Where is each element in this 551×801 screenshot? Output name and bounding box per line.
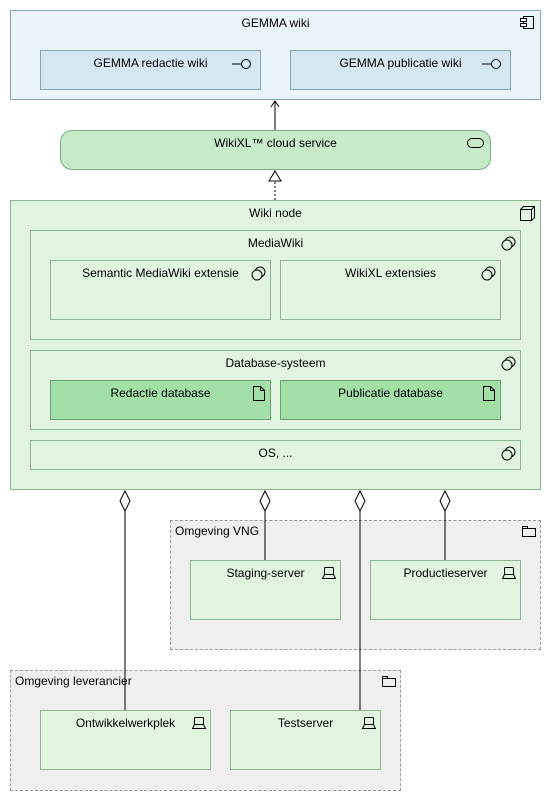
aggregation-staging-server[interactable] (259, 489, 271, 560)
ontwikkelwerkplek[interactable]: Ontwikkelwerkplek (40, 710, 211, 770)
serving-connector[interactable] (270, 100, 280, 130)
artifact-icon (483, 386, 495, 401)
system-software-icon (481, 266, 496, 281)
system-software-icon (251, 266, 266, 281)
realization-connector[interactable] (268, 170, 282, 200)
wikixl-cloud-service[interactable]: WikiXL™ cloud service (60, 130, 491, 170)
staging-title: Staging-server (226, 566, 305, 580)
gemma-redactie-title: GEMMA redactie wiki (93, 56, 208, 70)
system-software-icon (501, 236, 516, 251)
system-software-icon (501, 356, 516, 371)
gemma-redactie-wiki[interactable]: GEMMA redactie wiki (40, 50, 261, 90)
mediawiki-title: MediaWiki (247, 236, 304, 250)
publicatie-database[interactable]: Publicatie database (280, 380, 501, 420)
system-software-icon (501, 446, 516, 461)
node-icon (520, 206, 535, 221)
db-system-title: Database-systeem (225, 356, 326, 370)
wikixl-ext-title: WikiXL extensies (345, 266, 436, 280)
gemma-publicatie-title: GEMMA publicatie wiki (339, 56, 462, 70)
redactie-db-title: Redactie database (110, 386, 211, 400)
interface-icon (232, 59, 251, 69)
aggregation-testserver[interactable] (354, 489, 366, 710)
aggregation-ontwikkelwerkplek[interactable] (119, 489, 131, 710)
os-title: OS, ... (258, 446, 293, 460)
interface-icon (482, 59, 501, 69)
omgeving-vng-title: Omgeving VNG (175, 524, 260, 538)
staging-server[interactable]: Staging-server (190, 560, 341, 620)
folder-icon (382, 676, 396, 687)
cloud-service-title: WikiXL™ cloud service (214, 136, 337, 150)
device-icon (362, 717, 376, 729)
device-icon (322, 567, 336, 579)
gemma-publicatie-wiki[interactable]: GEMMA publicatie wiki (290, 50, 511, 90)
omgeving-leverancier-title: Omgeving leverancier (15, 674, 132, 688)
wikixl-extensies[interactable]: WikiXL extensies (280, 260, 501, 320)
smw-ext-title: Semantic MediaWiki extensie (82, 266, 239, 280)
aggregation-productieserver[interactable] (439, 489, 451, 560)
gemma-wiki-title: GEMMA wiki (241, 16, 310, 30)
folder-icon (522, 526, 536, 537)
productie-title: Productieserver (403, 566, 488, 580)
test-title: Testserver (277, 716, 334, 730)
redactie-database[interactable]: Redactie database (50, 380, 271, 420)
device-icon (502, 567, 516, 579)
artifact-icon (253, 386, 265, 401)
productieserver[interactable]: Productieserver (370, 560, 521, 620)
os-system[interactable]: OS, ... (30, 440, 521, 470)
ontwikkel-title: Ontwikkelwerkplek (75, 716, 176, 730)
semantic-mediawiki-extensie[interactable]: Semantic MediaWiki extensie (50, 260, 271, 320)
service-icon (467, 138, 484, 148)
component-icon (520, 16, 534, 29)
publicatie-db-title: Publicatie database (338, 386, 443, 400)
wiki-node-title: Wiki node (249, 206, 302, 220)
device-icon (192, 717, 206, 729)
testserver[interactable]: Testserver (230, 710, 381, 770)
